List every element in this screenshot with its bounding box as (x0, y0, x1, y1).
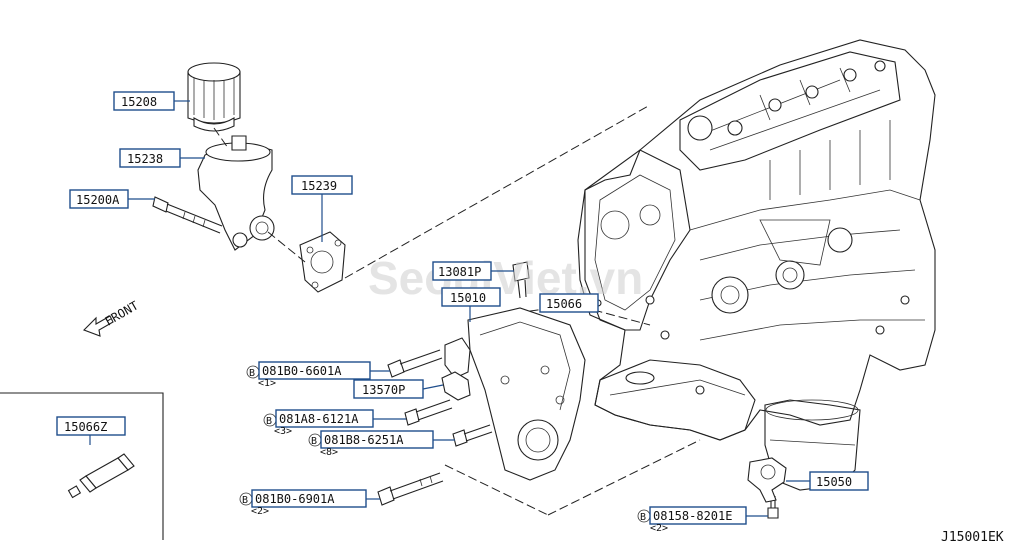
label-15200A[interactable]: 15200A (69, 189, 129, 209)
svg-text:081B0-6601A: 081B0-6601A (262, 364, 342, 378)
svg-text:081B0-6901A: 081B0-6901A (255, 492, 335, 506)
svg-text:15208: 15208 (121, 95, 157, 109)
svg-text:15238: 15238 (127, 152, 163, 166)
oil-filter-bracket-15238-drawing (197, 135, 275, 251)
svg-text:<1>: <1> (258, 378, 276, 389)
alignment-line-cover-left (444, 464, 549, 516)
svg-text:<2>: <2> (251, 506, 269, 517)
oil-filter-15208-drawing (187, 62, 241, 132)
bolt-b5-drawing (767, 496, 779, 519)
svg-text:<2>: <2> (650, 523, 668, 534)
svg-text:B: B (249, 368, 255, 379)
bolt-b2-drawing (404, 399, 453, 426)
svg-text:15239: 15239 (301, 179, 337, 193)
label-15238[interactable]: 15238 (119, 148, 181, 168)
svg-text:B: B (242, 495, 248, 506)
leader-lines (89, 100, 810, 517)
svg-text:15050: 15050 (816, 475, 852, 489)
svg-text:15066: 15066 (546, 297, 582, 311)
strainer-15050-drawing (747, 457, 787, 503)
alignment-line-cover-bottom (547, 439, 701, 516)
label-15010[interactable]: 15010 (441, 287, 501, 307)
svg-text:08158-8201E: 08158-8201E (653, 509, 732, 523)
sensor-13081P-drawing (512, 261, 530, 299)
label-15239[interactable]: 15239 (291, 175, 353, 195)
bolt-callout-b5[interactable]: B 08158-8201E <2> (637, 506, 747, 534)
alignment-line-gasket (267, 231, 306, 263)
label-13081P[interactable]: 13081P (432, 261, 492, 281)
svg-text:13081P: 13081P (438, 265, 481, 279)
diagram-id: J15001EK (941, 530, 1004, 545)
svg-text:B: B (311, 436, 317, 447)
svg-text:15010: 15010 (450, 291, 486, 305)
label-15066[interactable]: 15066 (539, 293, 599, 313)
bolt-15200A-drawing (152, 196, 223, 234)
svg-text:15066Z: 15066Z (64, 420, 107, 434)
watermark: SeoulViet.vn (368, 252, 643, 304)
svg-text:081A8-6121A: 081A8-6121A (279, 412, 359, 426)
front-label: FRONT (103, 298, 141, 328)
label-15066Z[interactable]: 15066Z (56, 416, 126, 436)
label-15208[interactable]: 15208 (113, 91, 175, 111)
svg-text:13570P: 13570P (362, 383, 405, 397)
sealant-tube-15066Z-drawing (67, 453, 135, 499)
bolt-b4-drawing (377, 472, 444, 506)
bolt-callout-b1[interactable]: B 081B0-6601A <1> (246, 361, 371, 389)
alignment-line-bracket (213, 127, 229, 149)
svg-text:<8>: <8> (320, 447, 338, 458)
bolt-callout-b4[interactable]: B 081B0-6901A <2> (239, 489, 367, 517)
gasket-13570P-drawing (441, 371, 471, 401)
svg-text:B: B (640, 512, 646, 523)
bolt-callout-b3[interactable]: B 081B8-6251A <8> (308, 430, 434, 458)
front-direction-indicator: FRONT (83, 298, 141, 337)
bolt-b3-drawing (452, 424, 493, 447)
inset-frame (0, 392, 164, 540)
bolt-b1-drawing (387, 349, 443, 378)
gasket-15239-drawing (299, 231, 346, 293)
label-15050[interactable]: 15050 (809, 471, 869, 491)
bolt-callout-b2[interactable]: B 081A8-6121A <3> (263, 409, 374, 437)
svg-text:B: B (266, 416, 272, 427)
front-arrow-icon (83, 315, 114, 337)
front-cover-15010-drawing (444, 307, 586, 481)
svg-text:15200A: 15200A (76, 193, 120, 207)
svg-text:081B8-6251A: 081B8-6251A (324, 433, 404, 447)
label-13570P[interactable]: 13570P (353, 379, 424, 399)
alignment-line-filter-to-block (344, 104, 651, 279)
svg-text:<3>: <3> (274, 426, 292, 437)
